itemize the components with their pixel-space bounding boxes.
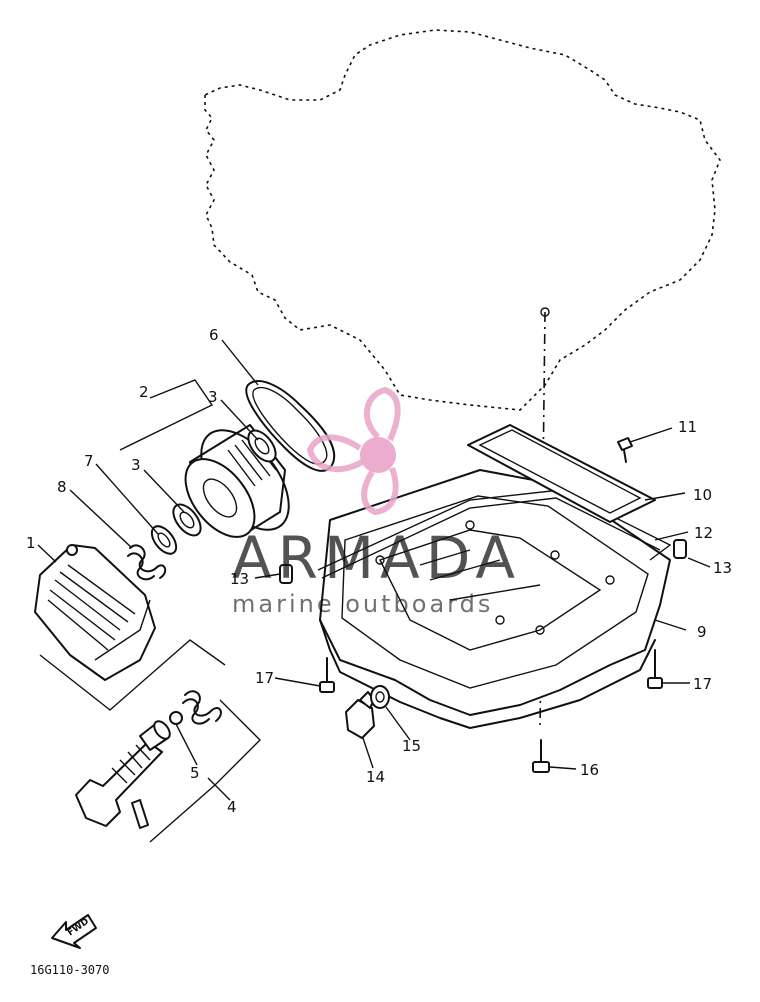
callout-11: 11	[678, 418, 697, 436]
part-6-o-ring	[245, 380, 336, 472]
part-4-center-bolt	[75, 721, 169, 829]
callout-3-lower: 3	[131, 456, 141, 474]
engine-outline	[204, 29, 721, 411]
part-17-bolt-left	[319, 657, 335, 693]
part-15-washer	[370, 685, 390, 709]
part-11-screw	[617, 437, 633, 463]
callout-6: 6	[209, 326, 219, 344]
part-13-dowel-right	[673, 539, 687, 559]
callout-1: 1	[26, 534, 36, 552]
forward-arrow-icon: FWD	[51, 914, 97, 949]
callout-10: 10	[693, 486, 712, 504]
watermark-propeller-blade-top	[363, 386, 401, 442]
part-10-baffle-plate	[467, 424, 656, 523]
watermark-propeller-blade-right	[361, 466, 399, 516]
part-3-washer-lower	[172, 503, 202, 537]
part-16-bolt	[532, 739, 550, 773]
watermark-propeller-blade-left	[306, 434, 364, 473]
callout-7: 7	[84, 452, 94, 470]
part-5-o-ring	[153, 711, 183, 740]
bracket-cover	[39, 639, 226, 711]
callout-16: 16	[580, 761, 599, 779]
watermark-propeller-hub	[360, 437, 396, 473]
callout-8: 8	[57, 478, 67, 496]
callout-13-right: 13	[713, 559, 732, 577]
bracket-4-5	[149, 699, 261, 843]
callout-14: 14	[366, 768, 385, 786]
part-17-bolt-right	[647, 649, 663, 689]
part-14-drain-bolt	[345, 691, 375, 739]
callout-13-left: 13	[230, 570, 249, 588]
callout-2: 2	[139, 383, 149, 401]
figure-code: 16G110-3070	[30, 963, 109, 977]
callout-3-upper: 3	[208, 388, 218, 406]
callout-12: 12	[694, 524, 713, 542]
watermark-subtitle: marine outboards	[232, 590, 493, 618]
part-8-spring	[127, 544, 167, 581]
callout-17-left: 17	[255, 669, 274, 687]
center-line-vertical	[539, 311, 546, 731]
part-9-oil-pan	[319, 469, 671, 729]
watermark-logo: ARMADA marine outboards	[232, 386, 521, 618]
callout-5: 5	[190, 764, 200, 782]
center-line-mark	[540, 307, 550, 317]
watermark-title: ARMADA	[232, 524, 521, 592]
leader-lines	[37, 339, 711, 801]
callout-17-right: 17	[693, 675, 712, 693]
part-5-spring	[182, 690, 222, 725]
callout-9: 9	[697, 623, 707, 641]
part-1-filter-cover	[34, 544, 156, 681]
callout-4: 4	[227, 798, 237, 816]
callout-15: 15	[402, 737, 421, 755]
